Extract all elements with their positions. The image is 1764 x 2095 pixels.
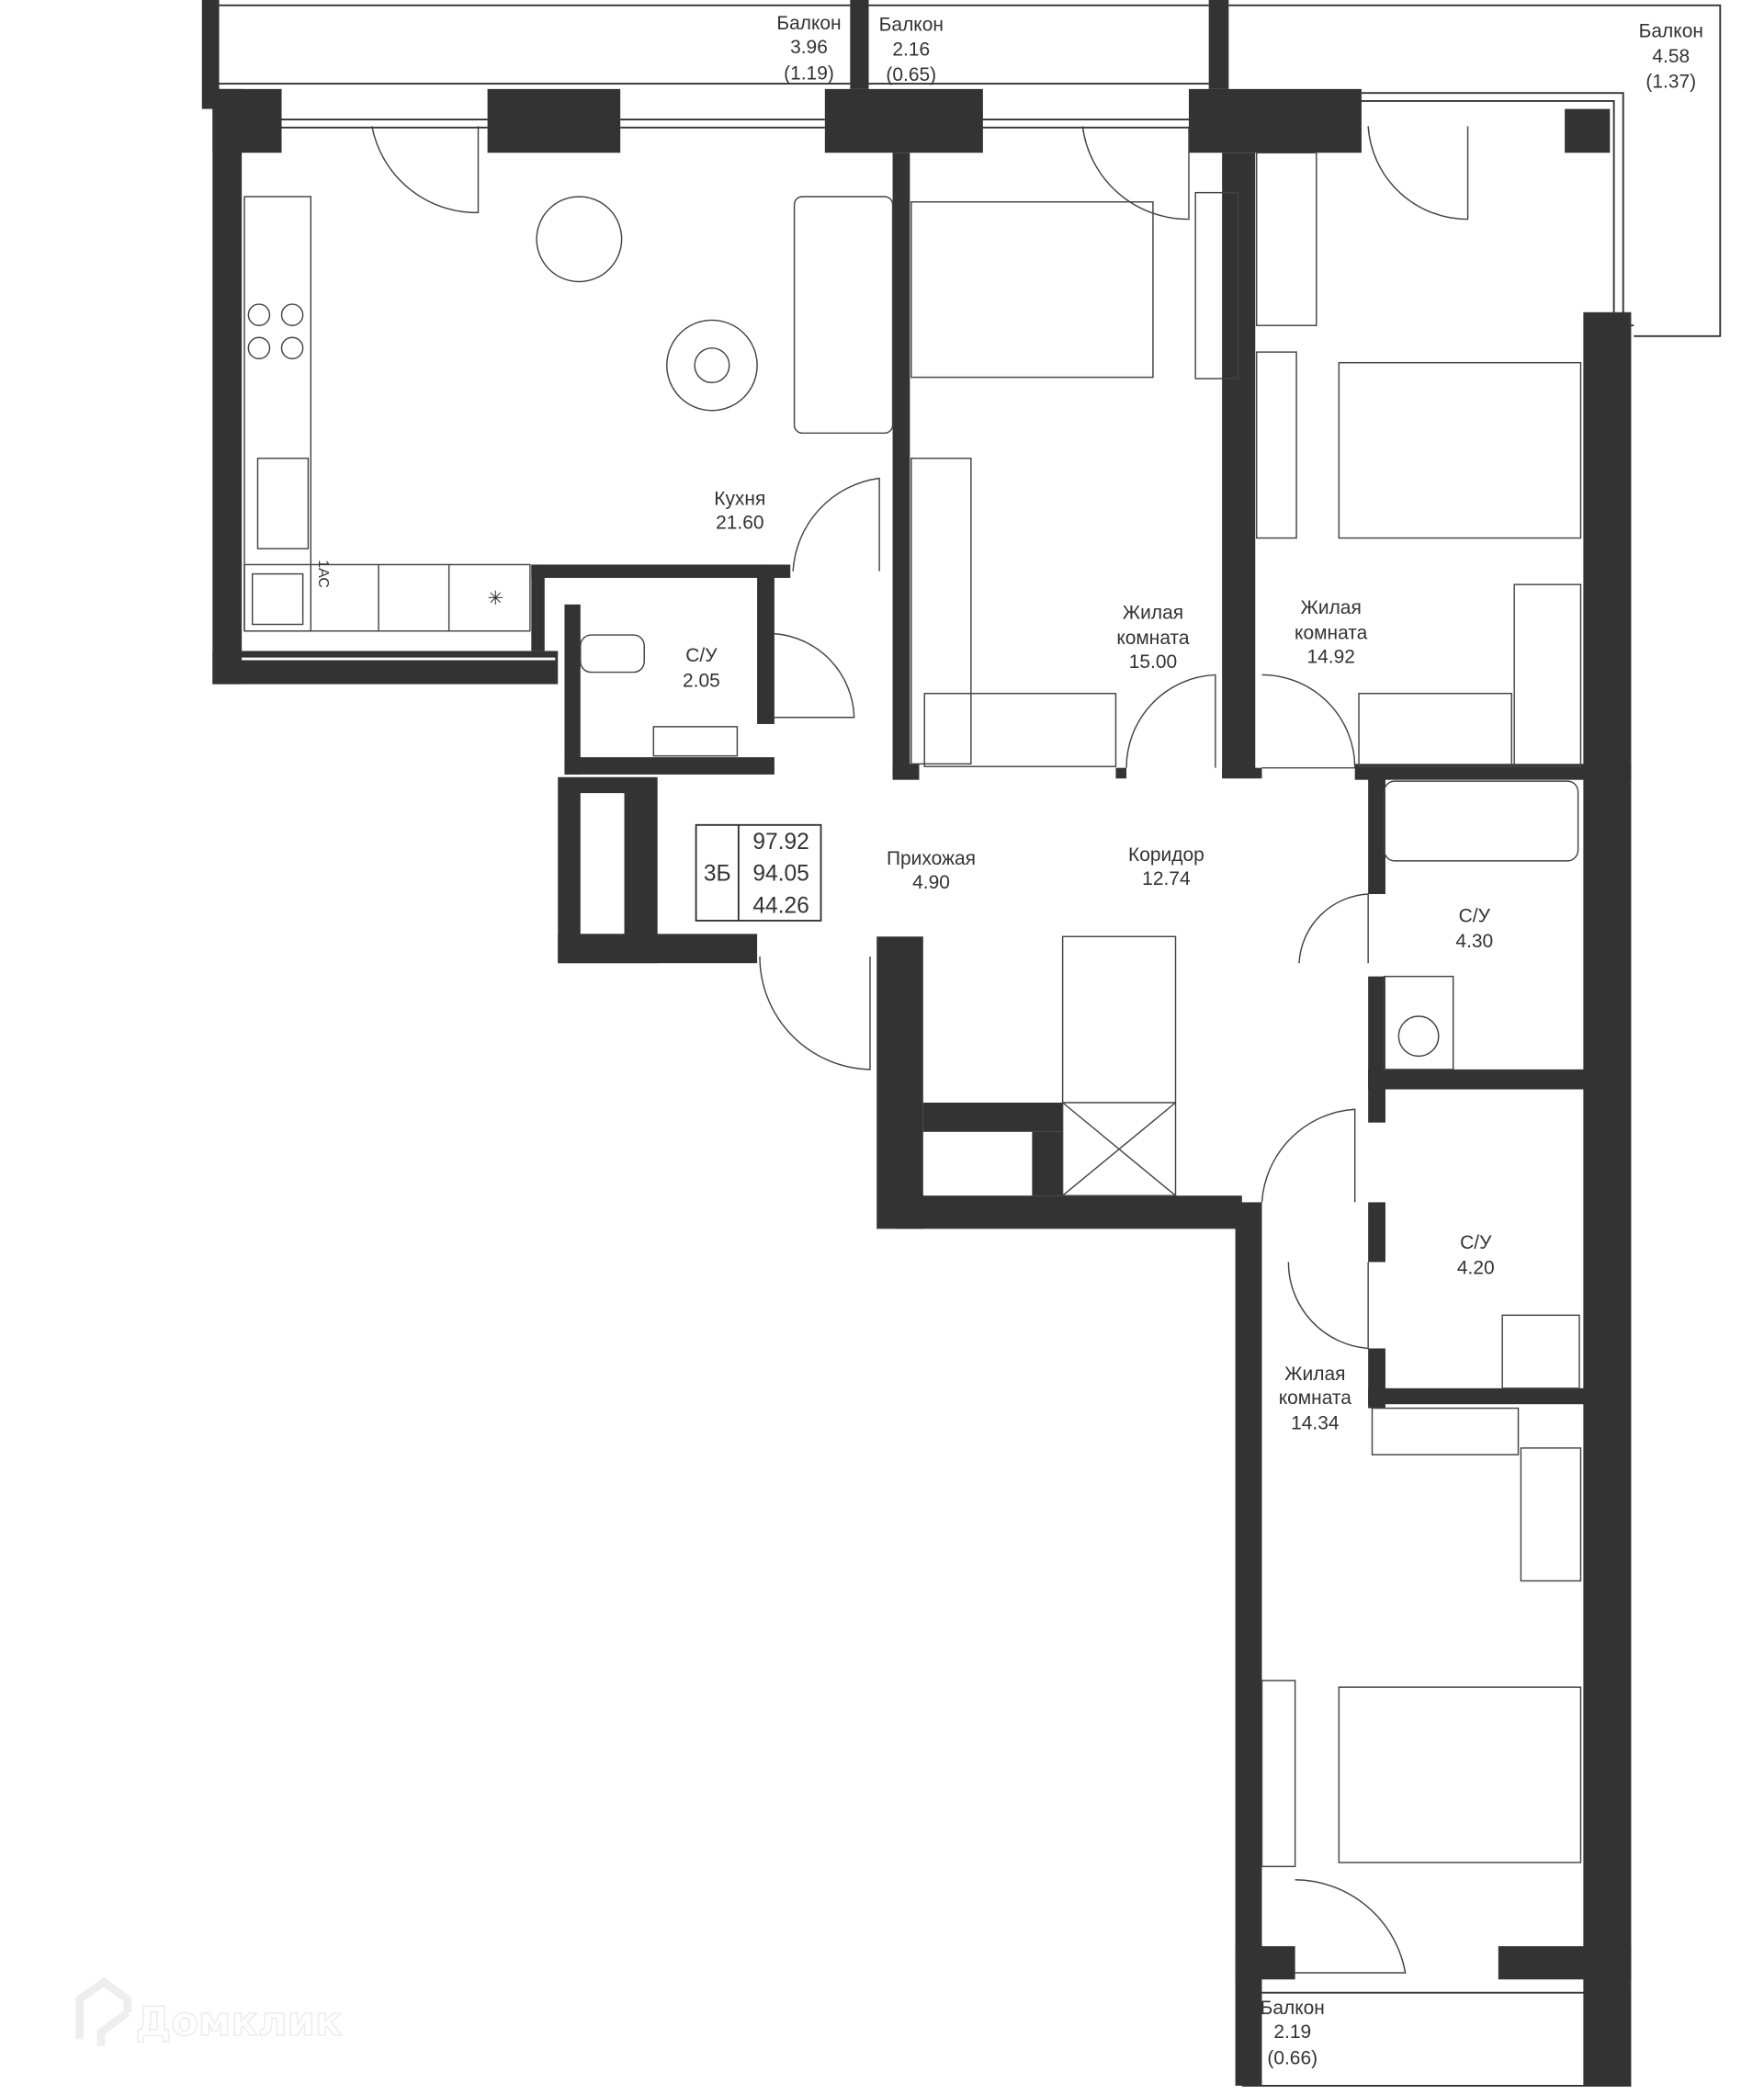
svg-text:С/У: С/У xyxy=(685,645,718,666)
svg-text:2.16: 2.16 xyxy=(892,40,930,61)
svg-text:комната: комната xyxy=(1295,622,1368,643)
svg-text:(1.37): (1.37) xyxy=(1645,71,1696,92)
wardrobe xyxy=(1358,692,1513,767)
room-labels: Балкон 3.96 (1.19) Балкон 2.16 (0.65) Ба… xyxy=(315,13,1703,2069)
room-label-bedroom-3: Жилая комната 14.34 xyxy=(1279,1364,1352,1433)
hob-icon: ✳ xyxy=(487,588,503,609)
svg-text:Балкон: Балкон xyxy=(879,14,944,35)
svg-text:21.60: 21.60 xyxy=(716,512,763,533)
svg-text:4.30: 4.30 xyxy=(1455,931,1493,952)
svg-text:Балкон: Балкон xyxy=(1639,20,1703,41)
total-area: 97.92 xyxy=(752,830,808,855)
svg-text:Жилая: Жилая xyxy=(1301,597,1362,618)
room-label-bathroom-2: С/У 4.30 xyxy=(1455,905,1493,951)
bed xyxy=(1338,361,1582,539)
wardrobe xyxy=(923,692,1117,767)
balcony-outlines xyxy=(201,0,1722,2087)
room-label-balcony-1: Балкон 3.96 (1.19) xyxy=(776,13,841,85)
dining-table xyxy=(536,196,623,283)
svg-text:12.74: 12.74 xyxy=(1142,868,1191,889)
svg-text:Домклик: Домклик xyxy=(135,1999,342,2045)
svg-text:(0.66): (0.66) xyxy=(1267,2048,1317,2069)
svg-text:4.90: 4.90 xyxy=(912,872,950,893)
room-label-bedroom-1: Жилая комната 15.00 xyxy=(1116,603,1190,673)
bed xyxy=(1338,1686,1582,1863)
furniture: ✳ xyxy=(243,152,1582,1868)
shower xyxy=(1501,1314,1580,1389)
closet xyxy=(1061,935,1177,1196)
svg-text:С/У: С/У xyxy=(1459,905,1491,926)
svg-text:Жилая: Жилая xyxy=(1284,1364,1345,1385)
svg-text:Жилая: Жилая xyxy=(1123,603,1183,624)
room-label-balcony-4: Балкон 2.19 (0.66) xyxy=(1261,1998,1325,2069)
living-area: 44.26 xyxy=(752,893,808,918)
svg-text:4.20: 4.20 xyxy=(1457,1258,1495,1279)
room-label-bathroom-1: С/У 2.05 xyxy=(683,645,720,691)
apartment-type: 3Б xyxy=(704,862,731,887)
svg-text:(0.65): (0.65) xyxy=(886,64,936,85)
room-label-kitchen: Кухня 21.60 xyxy=(714,488,765,533)
domclick-watermark-logo: Домклик xyxy=(75,1976,343,2046)
doors xyxy=(371,126,1469,1974)
room-label-bathroom-3: С/У 4.20 xyxy=(1457,1232,1495,1278)
bathtub xyxy=(1383,780,1579,862)
room-label-balcony-2: Балкон 2.16 (0.65) xyxy=(879,14,944,85)
svg-text:(1.19): (1.19) xyxy=(784,63,834,85)
kitchen-counter xyxy=(243,196,312,632)
svg-text:2.19: 2.19 xyxy=(1273,2021,1311,2043)
room-label-balcony-3: Балкон 4.58 (1.37) xyxy=(1639,20,1703,92)
svg-text:2.05: 2.05 xyxy=(683,670,720,691)
svg-text:комната: комната xyxy=(1279,1387,1352,1409)
svg-text:Балкон: Балкон xyxy=(776,13,841,34)
area-no-balcony: 94.05 xyxy=(752,862,808,887)
bed xyxy=(910,201,1154,379)
svg-text:С/У: С/У xyxy=(1460,1232,1492,1253)
room-label-bedroom-2: Жилая комната 14.92 xyxy=(1295,597,1368,667)
room-label-corridor: Коридор 12.74 xyxy=(1128,844,1204,889)
svg-text:Кухня: Кухня xyxy=(714,488,765,509)
room-label-hallway: Прихожая 4.90 xyxy=(887,848,976,893)
svg-text:Коридор: Коридор xyxy=(1128,844,1204,866)
svg-text:4.58: 4.58 xyxy=(1652,46,1690,67)
svg-text:14.34: 14.34 xyxy=(1291,1413,1340,1434)
svg-text:14.92: 14.92 xyxy=(1306,646,1354,667)
svg-text:3.96: 3.96 xyxy=(790,37,828,58)
walls xyxy=(212,88,1632,2086)
svg-text:комната: комната xyxy=(1116,628,1190,649)
sofa xyxy=(793,196,894,435)
ac-label: 1АС xyxy=(315,560,331,588)
svg-text:15.00: 15.00 xyxy=(1129,651,1177,673)
svg-text:Прихожая: Прихожая xyxy=(887,848,976,869)
apartment-summary: 3Б 97.92 94.05 44.26 xyxy=(695,823,822,922)
svg-text:Балкон: Балкон xyxy=(1261,1998,1325,2019)
